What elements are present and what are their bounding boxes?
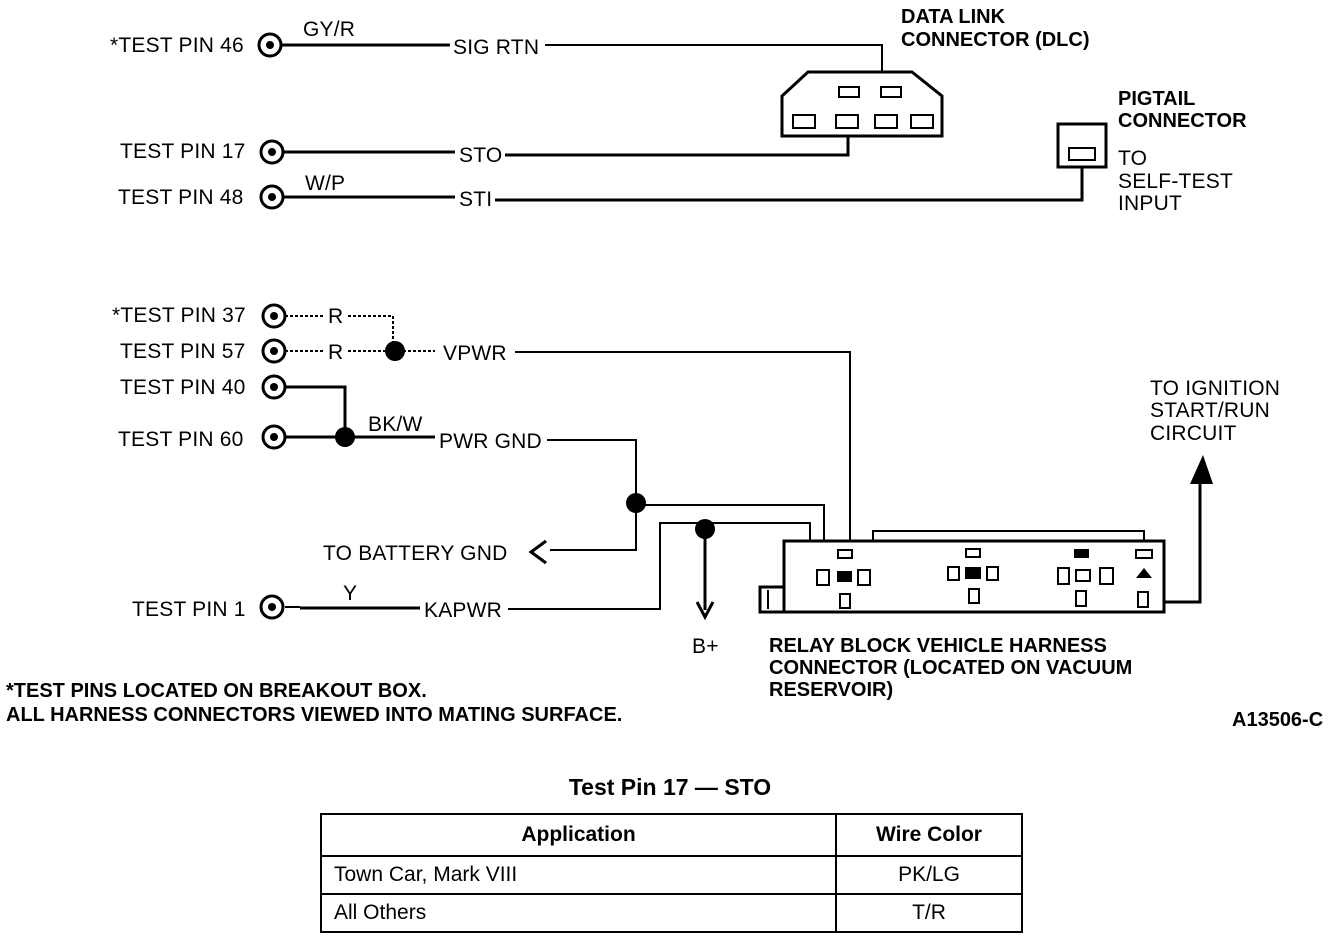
relay-label-line3: RESERVOIR): [769, 679, 893, 701]
terminal-pin-57: [261, 338, 287, 364]
pigtail-label-line1: PIGTAIL: [1118, 88, 1195, 110]
terminal-pin-40: [261, 374, 287, 400]
figure-id: A13506-C: [1232, 709, 1323, 731]
pigtail-connector: [1056, 122, 1108, 169]
dlc-label-line1: DATA LINK: [901, 6, 1006, 28]
table-header-row: Application Wire Color: [320, 813, 1023, 857]
ignition-label-line2: START/RUN: [1150, 399, 1270, 422]
pin-37-label: *TEST PIN 37: [112, 304, 246, 327]
pigtail-label-line2: CONNECTOR: [1118, 110, 1247, 132]
table-row: All Others T/R: [320, 893, 1023, 933]
circuit-labels: SIG RTN STO STI VPWR PWR GND TO BATTERY …: [323, 36, 719, 658]
circuit-sto: STO: [459, 144, 502, 167]
footnotes: *TEST PINS LOCATED ON BREAKOUT BOX. ALL …: [6, 680, 1323, 731]
pin-17-label: TEST PIN 17: [120, 140, 246, 163]
cell-wire-color: PK/LG: [835, 855, 1023, 895]
pin-46-label: *TEST PIN 46: [110, 34, 244, 57]
table-title: Test Pin 17 — STO: [568, 774, 772, 800]
splice-points: [335, 341, 715, 539]
circuit-pwr-gnd: PWR GND: [439, 430, 542, 453]
relay-label-line1: RELAY BLOCK VEHICLE HARNESS: [769, 635, 1107, 657]
wire-color-y: Y: [343, 582, 357, 605]
cell-application: Town Car, Mark VIII: [320, 855, 837, 895]
cell-application: All Others: [320, 893, 837, 933]
terminal-pin-48: [259, 184, 285, 210]
selftest-label-line1: TO: [1118, 147, 1147, 170]
pin-1-label: TEST PIN 1: [132, 598, 246, 621]
test-pin-terminals: [257, 32, 287, 620]
terminal-pin-1: [259, 594, 285, 620]
note-line2: ALL HARNESS CONNECTORS VIEWED INTO MATIN…: [6, 704, 622, 726]
ignition-label-line3: CIRCUIT: [1150, 422, 1237, 445]
header-application: Application: [320, 813, 837, 857]
relay-label-line2: CONNECTOR (LOCATED ON VACUUM: [769, 657, 1132, 679]
terminal-pin-60: [261, 424, 287, 450]
pin-48-label: TEST PIN 48: [118, 186, 244, 209]
wire-color-labels: GY/R W/P R R BK/W Y: [303, 18, 422, 605]
note-line1: *TEST PINS LOCATED ON BREAKOUT BOX.: [6, 680, 427, 702]
circuit-sti: STI: [459, 188, 492, 211]
ignition-label-line1: TO IGNITION: [1150, 377, 1280, 400]
terminal-pin-37: [261, 303, 287, 329]
circuit-kapwr: KAPWR: [424, 599, 502, 622]
wire-color-wp: W/P: [305, 172, 345, 195]
cell-wire-color: T/R: [835, 893, 1023, 933]
pin-40-label: TEST PIN 40: [120, 376, 246, 399]
circuit-vpwr: VPWR: [443, 342, 507, 365]
data-link-connector: [780, 70, 944, 138]
table-row: Town Car, Mark VIII PK/LG: [320, 855, 1023, 895]
wire-color-gyr: GY/R: [303, 18, 355, 41]
circuit-battery-gnd: TO BATTERY GND: [323, 542, 507, 565]
wires: [281, 43, 1213, 621]
wire-color-r-57: R: [328, 341, 343, 364]
selftest-label-line3: INPUT: [1118, 192, 1182, 215]
header-wire-color: Wire Color: [835, 813, 1023, 857]
dlc-label-line2: CONNECTOR (DLC): [901, 29, 1090, 51]
selftest-label-line2: SELF-TEST: [1118, 170, 1233, 193]
terminal-pin-46: [257, 32, 283, 58]
terminal-pin-17: [259, 139, 285, 165]
pin-60-label: TEST PIN 60: [118, 428, 244, 451]
pin-labels: *TEST PIN 46 TEST PIN 17 TEST PIN 48 *TE…: [110, 34, 246, 621]
wire-color-bkw: BK/W: [368, 413, 422, 436]
circuit-sig-rtn: SIG RTN: [453, 36, 539, 59]
component-labels: DATA LINK CONNECTOR (DLC) PIGTAIL CONNEC…: [769, 6, 1280, 701]
circuit-bplus: B+: [692, 635, 719, 658]
relay-block-connector: [758, 539, 1166, 614]
wire-color-r-37: R: [328, 305, 343, 328]
wire-color-table: Application Wire Color Town Car, Mark VI…: [320, 813, 1023, 933]
pin-57-label: TEST PIN 57: [120, 340, 246, 363]
